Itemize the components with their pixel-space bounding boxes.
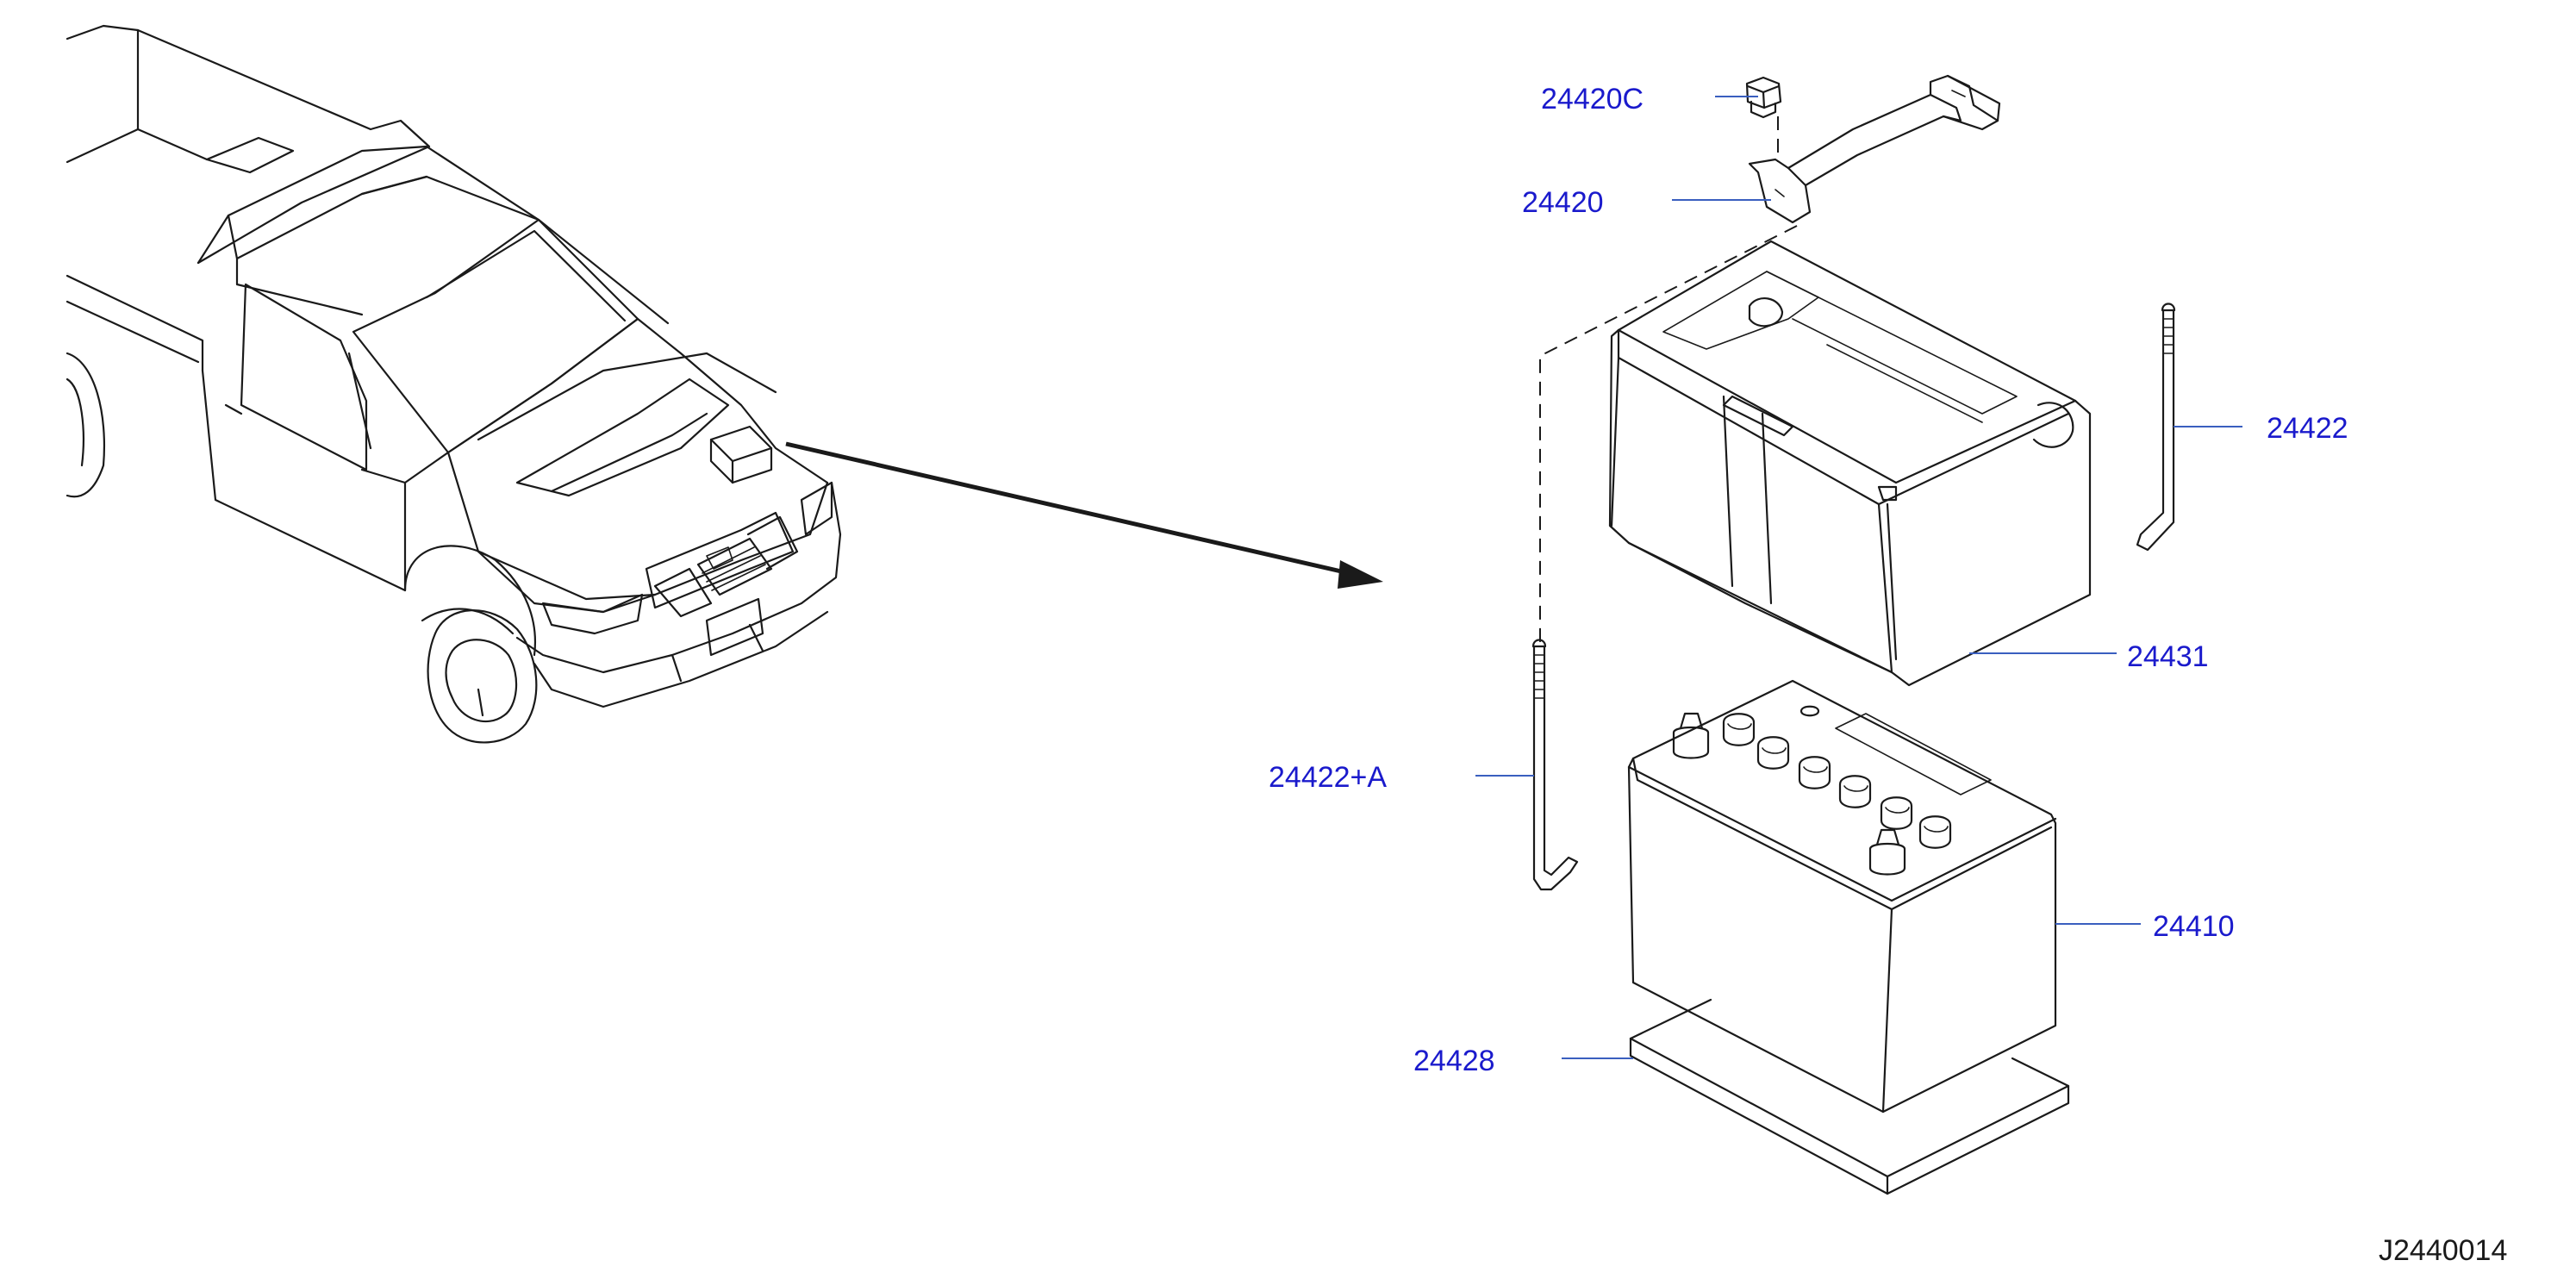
vehicle-illustration (65, 24, 842, 744)
battery-plate-24428 (1629, 998, 2070, 1195)
part-label-24428: 24428 (1413, 1045, 1495, 1077)
leader-lines (1475, 96, 2242, 1059)
battery-24410 (1627, 679, 2057, 1114)
part-label-24422: 24422 (2267, 412, 2348, 445)
part-label-24431: 24431 (2127, 640, 2209, 673)
nut-24420C (1745, 76, 1782, 119)
location-arrow (785, 441, 1383, 589)
hold-down-rod-24422-A (1531, 639, 1579, 891)
diagram-code: J2440014 (2379, 1234, 2507, 1267)
battery-tray-24431 (1608, 240, 2092, 687)
hold-down-bracket-24420 (1748, 74, 2001, 224)
hold-down-rod-24422 (2136, 303, 2176, 552)
part-label-24420: 24420 (1522, 186, 1604, 219)
part-label-24420C: 24420C (1541, 83, 1644, 115)
part-label-24410: 24410 (2153, 910, 2235, 943)
part-label-24422-A: 24422+A (1269, 761, 1387, 794)
